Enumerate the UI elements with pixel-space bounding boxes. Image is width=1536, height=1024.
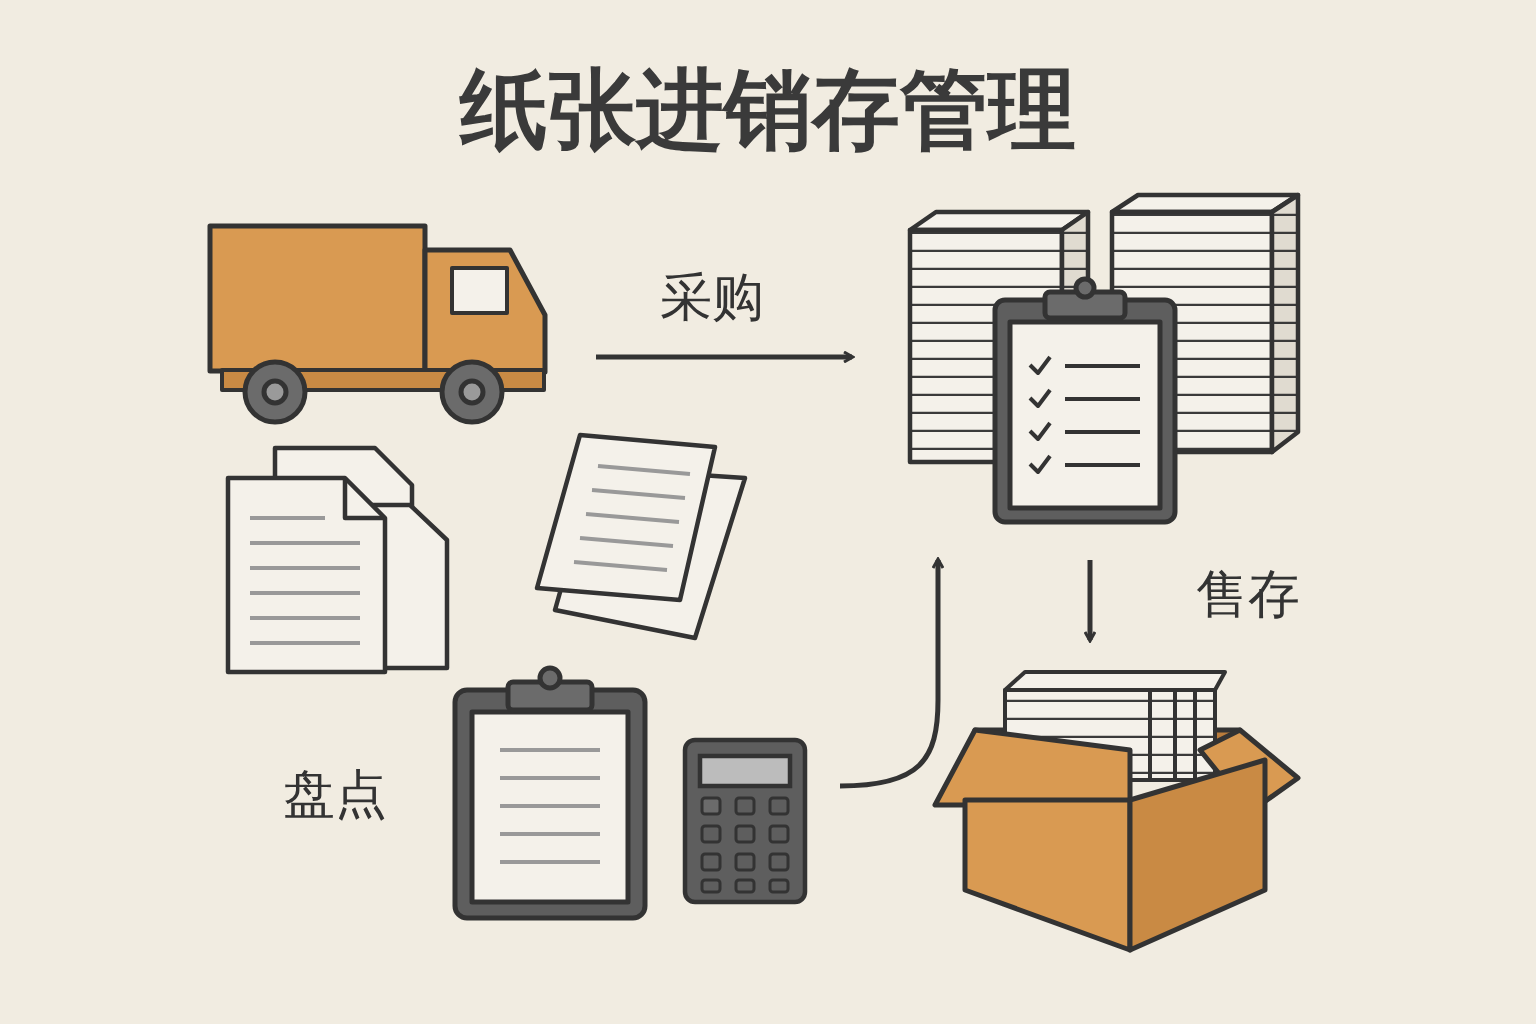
cardboard-box: [935, 672, 1298, 950]
step-label: 售存: [1196, 566, 1300, 623]
truck: [210, 226, 545, 422]
documents: [228, 448, 447, 672]
clipboard: [455, 668, 645, 918]
title: 纸张进销存管理: [0, 62, 1536, 159]
arrow: [1088, 560, 1093, 640]
step-label: 盘点: [283, 766, 387, 823]
arrow: [840, 560, 938, 786]
documents: [537, 435, 745, 638]
calculator: [685, 740, 805, 902]
step-label: 采购: [660, 269, 764, 326]
arrow: [596, 355, 852, 360]
checklist-clipboard: [995, 279, 1175, 522]
